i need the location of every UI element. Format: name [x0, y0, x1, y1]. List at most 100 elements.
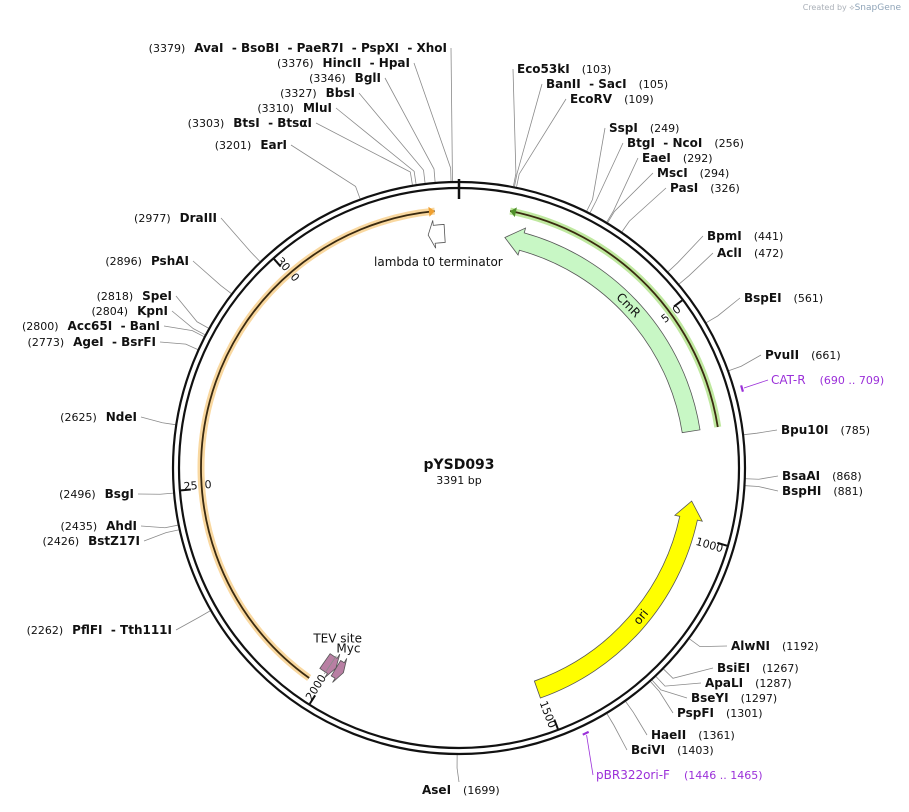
feature-lambda-t0-terminator[interactable]	[427, 220, 446, 249]
tick-1000	[717, 541, 728, 547]
site-text-bspei: BspEI(561)	[744, 291, 823, 305]
site-text-bstz17i: (2426)BstZ17I	[43, 534, 140, 548]
tick-1500	[553, 719, 559, 730]
site-agei-bsrfi[interactable]: (2773)AgeI - BsrFI	[28, 335, 156, 349]
site-pvuii[interactable]: PvuII(661)	[765, 348, 841, 362]
site-alwni[interactable]: AlwNI(1192)	[731, 639, 819, 653]
site-leader-btgi-ncoi	[589, 142, 624, 213]
site-enzymes: BglI	[355, 71, 381, 85]
orf-cmr-arrowhead	[510, 207, 517, 218]
site-btgi-ncoi[interactable]: BtgI - NcoI(256)	[627, 136, 744, 150]
site-bseyi[interactable]: BseYI(1297)	[691, 691, 777, 705]
site-enzymes: BciVI	[631, 743, 665, 757]
site-enzymes: Eco53kI	[517, 62, 570, 76]
site-position: (881)	[833, 485, 863, 498]
site-enzymes: BseYI	[691, 691, 729, 705]
site-spei[interactable]: (2818)SpeI	[97, 289, 172, 303]
feature-cmr[interactable]	[504, 227, 701, 434]
plasmid-size: 3391 bp	[436, 474, 481, 487]
primer-mark	[740, 385, 744, 392]
site-text-pshai: (2896)PshAI	[105, 254, 189, 268]
site-bsiei[interactable]: BsiEI(1267)	[717, 661, 799, 675]
site-text-bpmi: BpmI(441)	[707, 229, 783, 243]
site-pflfi-tth111i[interactable]: (2262)PflFI - Tth111I	[27, 623, 172, 637]
site-draiii[interactable]: (2977)DraIII	[134, 211, 217, 225]
feature-ori[interactable]	[533, 500, 704, 699]
site-leader-eco53ki	[512, 68, 517, 187]
primer-cat-r[interactable]: CAT-R(690 .. 709)	[740, 373, 884, 392]
site-mlui[interactable]: (3310)MluI	[257, 101, 332, 115]
site-leader-mlui	[335, 107, 417, 185]
site-eaei[interactable]: EaeI(292)	[642, 151, 713, 165]
orf-big	[200, 210, 435, 679]
primer-pbr322ori-f[interactable]: pBR322ori-F(1446 .. 1465)	[582, 730, 763, 782]
site-bspei[interactable]: BspEI(561)	[744, 291, 823, 305]
site-enzymes: MscI	[657, 166, 688, 180]
site-hincii-hpai[interactable]: (3376)HincII - HpaI	[277, 56, 410, 70]
primer-leader	[743, 379, 769, 389]
site-enzymes: AlwNI	[731, 639, 770, 653]
tick-label-2500: 2500	[183, 478, 212, 493]
site-enzymes: SspI	[609, 121, 638, 135]
site-eari[interactable]: (3201)EarI	[215, 138, 287, 152]
site-text-haeii: HaeII(1361)	[651, 728, 735, 742]
site-bsphi[interactable]: BspHI(881)	[782, 484, 863, 498]
site-leader-acc65i-bani	[163, 325, 205, 337]
site-position: (103)	[582, 63, 612, 76]
site-bstz17i[interactable]: (2426)BstZ17I	[43, 534, 140, 548]
site-text-acli: AclI(472)	[717, 246, 784, 260]
site-position: (3201)	[215, 139, 252, 152]
site-text-btsi-bts-i: (3303)BtsI - BtsαI	[188, 116, 312, 130]
site-bsgi[interactable]: (2496)BsgI	[59, 487, 134, 501]
site-pshai[interactable]: (2896)PshAI	[105, 254, 189, 268]
site-ecorv[interactable]: EcoRV(109)	[570, 92, 654, 106]
primer-name: pBR322ori-F	[596, 768, 670, 782]
site-position: (561)	[794, 292, 824, 305]
site-bpmi[interactable]: BpmI(441)	[707, 229, 783, 243]
site-position: (1699)	[463, 784, 500, 797]
site-position: (3327)	[280, 87, 317, 100]
site-text-ahdi: (2435)AhdI	[61, 519, 137, 533]
site-enzymes: AseI	[422, 783, 451, 797]
site-enzymes: KpnI	[137, 304, 168, 318]
site-text-ndei: (2625)NdeI	[60, 410, 137, 424]
site-text-bsphi: BspHI(881)	[782, 484, 863, 498]
site-position: (472)	[754, 247, 784, 260]
site-leader-ndei	[140, 416, 176, 426]
site-asei[interactable]: AseI (1699)	[422, 783, 500, 797]
site-banii-saci[interactable]: BanII - SacI(105)	[546, 77, 668, 91]
site-text-pasi: PasI(326)	[670, 181, 740, 195]
site-text-mlui: (3310)MluI	[257, 101, 332, 115]
site-msci[interactable]: MscI(294)	[657, 166, 729, 180]
site-pasi[interactable]: PasI(326)	[670, 181, 740, 195]
site-pspfi[interactable]: PspFI(1301)	[677, 706, 763, 720]
site-enzymes: BsiEI	[717, 661, 750, 675]
site-bcivi[interactable]: BciVI(1403)	[631, 743, 714, 757]
site-acc65i-bani[interactable]: (2800)Acc65I - BanI	[22, 319, 160, 333]
site-ahdi[interactable]: (2435)AhdI	[61, 519, 137, 533]
site-text-btgi-ncoi: BtgI - NcoI(256)	[627, 136, 744, 150]
site-bbsi[interactable]: (3327)BbsI	[280, 86, 355, 100]
site-bgli[interactable]: (3346)BglI	[309, 71, 381, 85]
site-leader-acli	[678, 252, 714, 285]
site-acli[interactable]: AclI(472)	[717, 246, 784, 260]
site-position: (256)	[714, 137, 744, 150]
site-bsaai[interactable]: BsaAI(868)	[782, 469, 862, 483]
primer-mark	[582, 730, 590, 736]
site-sspi[interactable]: SspI(249)	[609, 121, 679, 135]
primer-text: CAT-R(690 .. 709)	[771, 373, 884, 387]
site-btsi-bts-i[interactable]: (3303)BtsI - BtsαI	[188, 116, 312, 130]
site-kpni[interactable]: (2804) KpnI	[92, 304, 168, 318]
site-avai-bsobi-paer7i-pspxi-xhoi[interactable]: (3379)AvaI - BsoBI - PaeR7I - PspXI - Xh…	[149, 41, 447, 55]
site-eco53ki[interactable]: Eco53kI (103)	[517, 62, 611, 76]
feature-tev-site[interactable]	[330, 658, 348, 683]
site-position: (441)	[754, 230, 784, 243]
site-ndei[interactable]: (2625)NdeI	[60, 410, 137, 424]
site-bpu10i[interactable]: Bpu10I(785)	[781, 423, 870, 437]
site-haeii[interactable]: HaeII(1361)	[651, 728, 735, 742]
site-leader-bcivi	[606, 713, 628, 751]
site-apali[interactable]: ApaLI(1287)	[705, 676, 792, 690]
site-position: (2262)	[27, 624, 64, 637]
site-position: (2804)	[92, 305, 129, 318]
site-leader-pshai	[192, 260, 232, 294]
